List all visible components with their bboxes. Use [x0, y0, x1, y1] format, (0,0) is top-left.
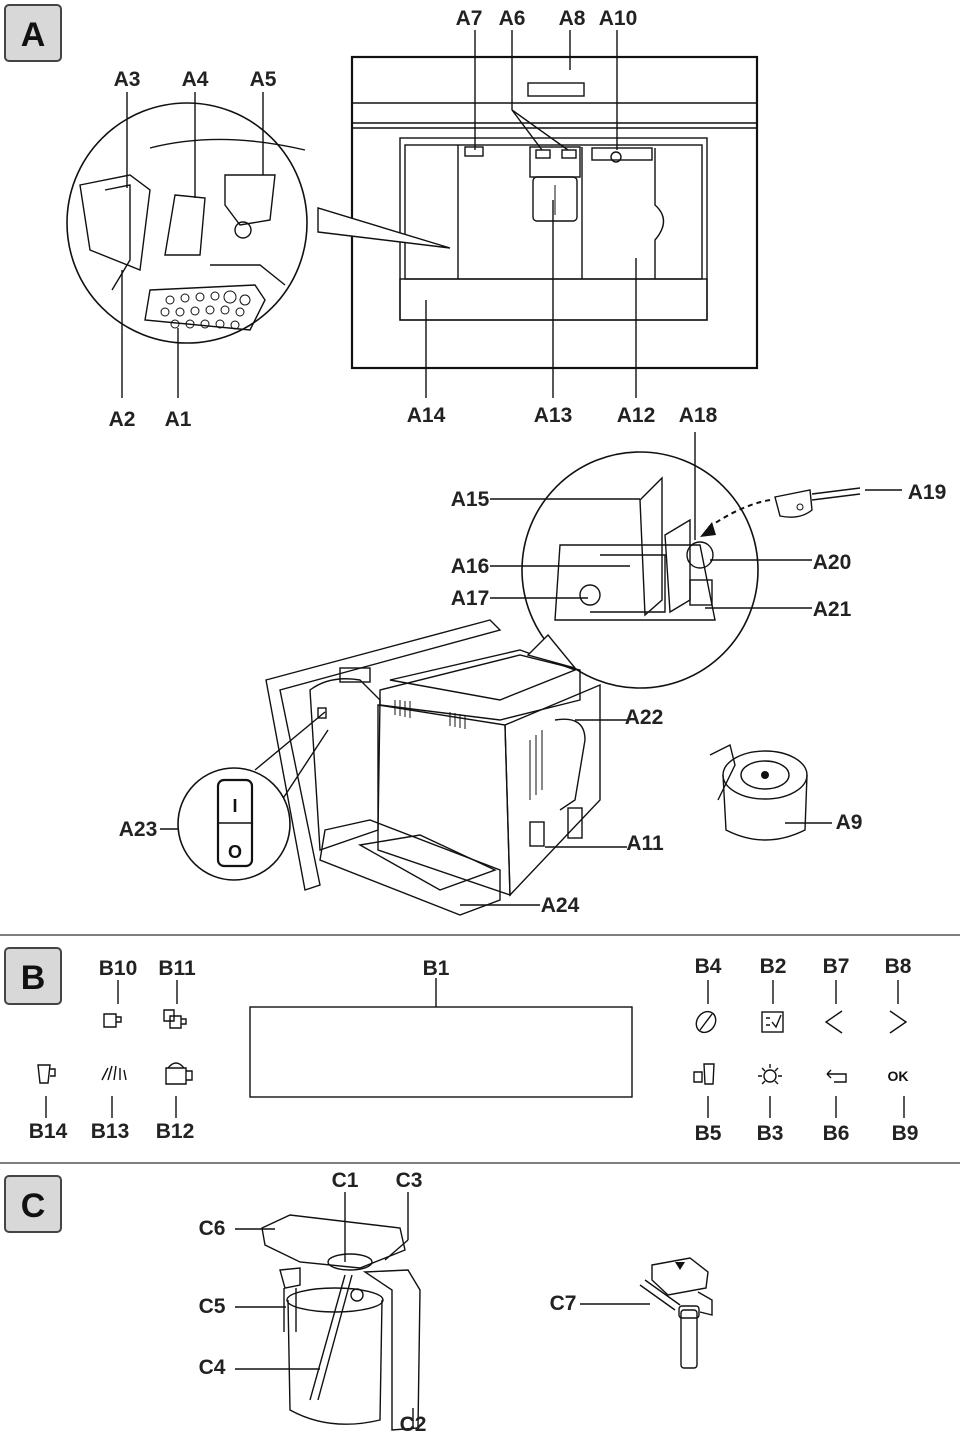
a10-outlet	[610, 151, 622, 163]
label-a3: A3	[114, 68, 141, 91]
label-a7: A7	[456, 7, 483, 30]
lid	[639, 476, 663, 617]
label-b3: B3	[757, 1122, 784, 1145]
hot-water-spout	[639, 1257, 713, 1369]
cup-grid	[389, 649, 577, 701]
label-c6: C6	[199, 1217, 226, 1240]
label-a20: A20	[813, 551, 852, 574]
label-a21: A21	[813, 598, 852, 621]
single-cup-icon[interactable]	[103, 1013, 122, 1028]
double-cup-icon[interactable]	[163, 1009, 187, 1029]
label-b14: B14	[29, 1120, 68, 1143]
checklist-icon[interactable]	[761, 1011, 784, 1033]
label-a14: A14	[407, 404, 446, 427]
label-c5: C5	[199, 1295, 226, 1318]
drip-tray	[319, 819, 501, 916]
grid-tray	[144, 284, 266, 331]
label-a17: A17	[451, 587, 490, 610]
label-a8: A8	[559, 7, 586, 30]
milk-jug	[261, 1214, 421, 1431]
label-c1: C1	[332, 1169, 359, 1192]
coffee-spout	[532, 176, 578, 222]
label-a1: A1	[165, 408, 192, 431]
label-b13: B13	[91, 1120, 130, 1143]
label-a24: A24	[541, 894, 580, 917]
two-cups-milk-icon[interactable]	[693, 1063, 715, 1085]
label-a19: A19	[908, 481, 947, 504]
measuring-scoop	[774, 487, 861, 518]
label-a12: A12	[617, 404, 656, 427]
hot-water-icon[interactable]	[37, 1064, 56, 1084]
label-c7: C7	[550, 1292, 577, 1315]
coffee-bean-icon[interactable]	[692, 1008, 719, 1036]
section-b: B B1 B10 B11 B14 B13 B12	[4, 947, 919, 1145]
steam-icon[interactable]	[101, 1065, 127, 1081]
brew-unit	[709, 743, 808, 841]
label-a4: A4	[182, 68, 209, 91]
label-c2: C2	[400, 1413, 427, 1435]
label-a11: A11	[626, 832, 664, 855]
label-b12: B12	[156, 1120, 195, 1143]
chevron-right-icon[interactable]	[889, 1010, 908, 1034]
grind-knob	[579, 584, 601, 606]
display-b1	[249, 1006, 633, 1098]
section-a-badge	[4, 4, 62, 62]
label-a16: A16	[451, 555, 490, 578]
leaders-c	[235, 1192, 650, 1428]
label-a23: A23	[119, 818, 158, 841]
label-c3: C3	[396, 1169, 423, 1192]
chevron-left-icon[interactable]	[824, 1010, 843, 1034]
detail-circle-a1-a5	[66, 102, 308, 344]
section-c-letter: C	[21, 1187, 46, 1225]
label-a6: A6	[499, 7, 526, 30]
label-b8: B8	[885, 955, 912, 978]
section-b-badge	[4, 947, 62, 1005]
switch-on-mark: I	[232, 796, 237, 816]
label-b2: B2	[760, 955, 787, 978]
light-icon[interactable]	[758, 1064, 782, 1085]
jug-lid	[261, 1214, 406, 1269]
label-a15: A15	[451, 488, 490, 511]
label-b10: B10	[99, 957, 138, 980]
leaders-a-top	[121, 30, 637, 398]
label-a10: A10	[599, 7, 638, 30]
power-switch-detail: I O	[177, 711, 329, 881]
label-b1: B1	[423, 957, 450, 980]
display-slot	[527, 82, 585, 97]
label-a13: A13	[534, 404, 573, 427]
label-b9: B9	[892, 1122, 919, 1145]
label-a5: A5	[250, 68, 277, 91]
label-a22: A22	[625, 706, 664, 729]
section-c: C C6 C5 C4 C1 C3	[4, 1169, 713, 1435]
label-a2: A2	[109, 408, 136, 431]
machine-front	[317, 55, 759, 370]
section-a: A	[4, 4, 947, 917]
jug-handle	[362, 1269, 421, 1431]
label-a18: A18	[679, 404, 718, 427]
detail-circle-a15-a21	[521, 432, 771, 689]
label-a9: A9	[836, 811, 863, 834]
section-a-letter: A	[21, 16, 46, 54]
machine-pulled-out	[265, 619, 601, 916]
back-arrow-icon[interactable]	[826, 1069, 847, 1083]
label-b4: B4	[695, 955, 722, 978]
section-b-letter: B	[21, 959, 46, 997]
ok-button[interactable]: OK	[888, 1068, 909, 1084]
label-b7: B7	[823, 955, 850, 978]
switch-off-mark: O	[228, 842, 242, 862]
mug-icon[interactable]	[165, 1062, 193, 1085]
label-c4: C4	[199, 1356, 226, 1379]
label-b5: B5	[695, 1122, 722, 1145]
label-b6: B6	[823, 1122, 850, 1145]
label-b11: B11	[158, 957, 196, 980]
section-c-badge	[4, 1175, 62, 1233]
